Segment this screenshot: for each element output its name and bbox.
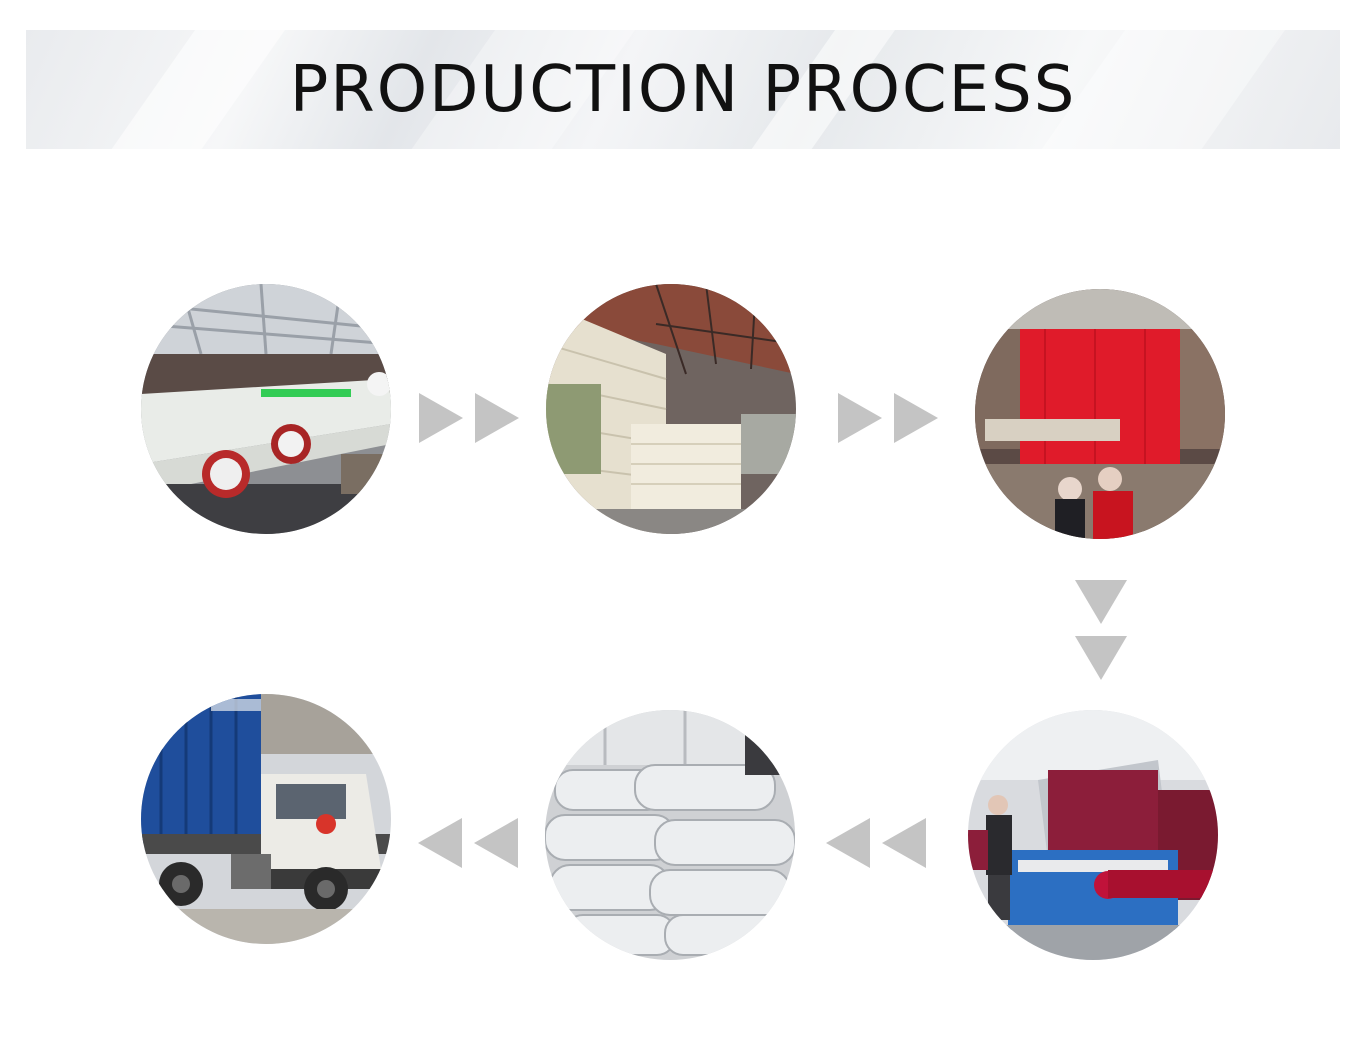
double-chevron-right-icon <box>419 393 519 443</box>
step-inspection-photo <box>968 710 1218 960</box>
double-chevron-down-icon <box>1075 580 1127 680</box>
weaving-looms-photo-icon <box>141 284 391 534</box>
arrow-left-4-5 <box>826 818 926 868</box>
arrow-left-5-6 <box>418 818 518 868</box>
arrow-down-3-4 <box>1075 580 1127 680</box>
double-chevron-left-icon <box>418 818 518 868</box>
double-chevron-right-icon <box>838 393 938 443</box>
step-packing-photo <box>545 710 795 960</box>
step-dyeing-photo <box>975 289 1225 539</box>
fabric-inspection-machine-photo-icon <box>968 710 1218 960</box>
title-banner: PRODUCTION PROCESS <box>26 30 1340 149</box>
step-weaving-photo <box>141 284 391 534</box>
greige-fabric-rolls-photo-icon <box>546 284 796 534</box>
arrow-right-2-3 <box>838 393 938 443</box>
red-fabric-dyeing-photo-icon <box>975 289 1225 539</box>
container-truck-shipping-photo-icon <box>141 694 391 944</box>
arrow-right-1-2 <box>419 393 519 443</box>
packed-fabric-rolls-photo-icon <box>545 710 795 960</box>
double-chevron-left-icon <box>826 818 926 868</box>
step-shipping-photo <box>141 694 391 944</box>
page-title: PRODUCTION PROCESS <box>289 52 1077 127</box>
step-greige-rolls-photo <box>546 284 796 534</box>
